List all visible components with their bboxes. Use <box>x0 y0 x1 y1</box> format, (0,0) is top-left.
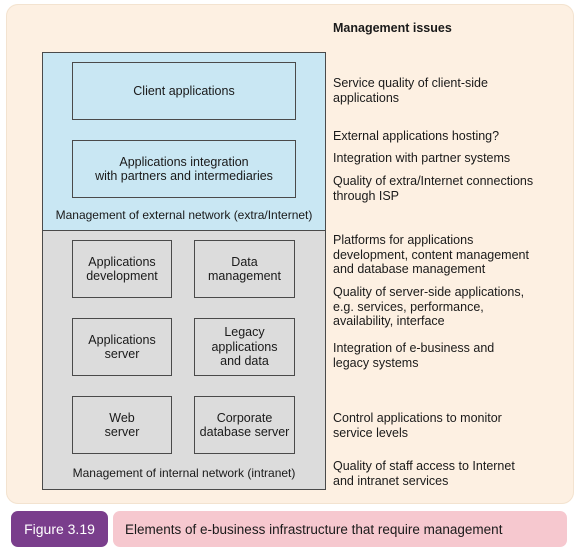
issue-item: Quality of server-side applications, e.g… <box>333 285 525 328</box>
applications-development-box: Applications development <box>72 240 172 298</box>
figure-number-badge: Figure 3.19 <box>11 511 108 547</box>
issue-item: Service quality of client-side applicati… <box>333 76 488 105</box>
internal-network-label: Management of internal network (intranet… <box>72 466 296 480</box>
issue-item: Integration with partner systems <box>333 151 511 165</box>
external-network-label: Management of external network (extra/In… <box>55 208 313 222</box>
issue-item: Quality of staff access to Internet and … <box>333 459 515 488</box>
applications-server-box: Applications server <box>72 318 172 376</box>
management-issues-heading: Management issues <box>333 21 452 35</box>
legacy-applications-box: Legacy applications and data <box>194 318 295 376</box>
issue-item: Control applications to monitor service … <box>333 411 502 440</box>
applications-integration-box: Applications integration with partners a… <box>72 140 296 198</box>
issue-item: Platforms for applications development, … <box>333 233 529 276</box>
figure-caption: Elements of e-business infrastructure th… <box>113 511 567 547</box>
client-applications-box: Client applications <box>72 62 296 120</box>
issue-item: External applications hosting? <box>333 129 500 143</box>
data-management-box: Data management <box>194 240 295 298</box>
web-server-box: Web server <box>72 396 172 454</box>
issue-item: Integration of e-business and legacy sys… <box>333 341 495 370</box>
issue-item: Quality of extra/Internet connections th… <box>333 174 534 203</box>
corporate-database-server-box: Corporate database server <box>194 396 295 454</box>
